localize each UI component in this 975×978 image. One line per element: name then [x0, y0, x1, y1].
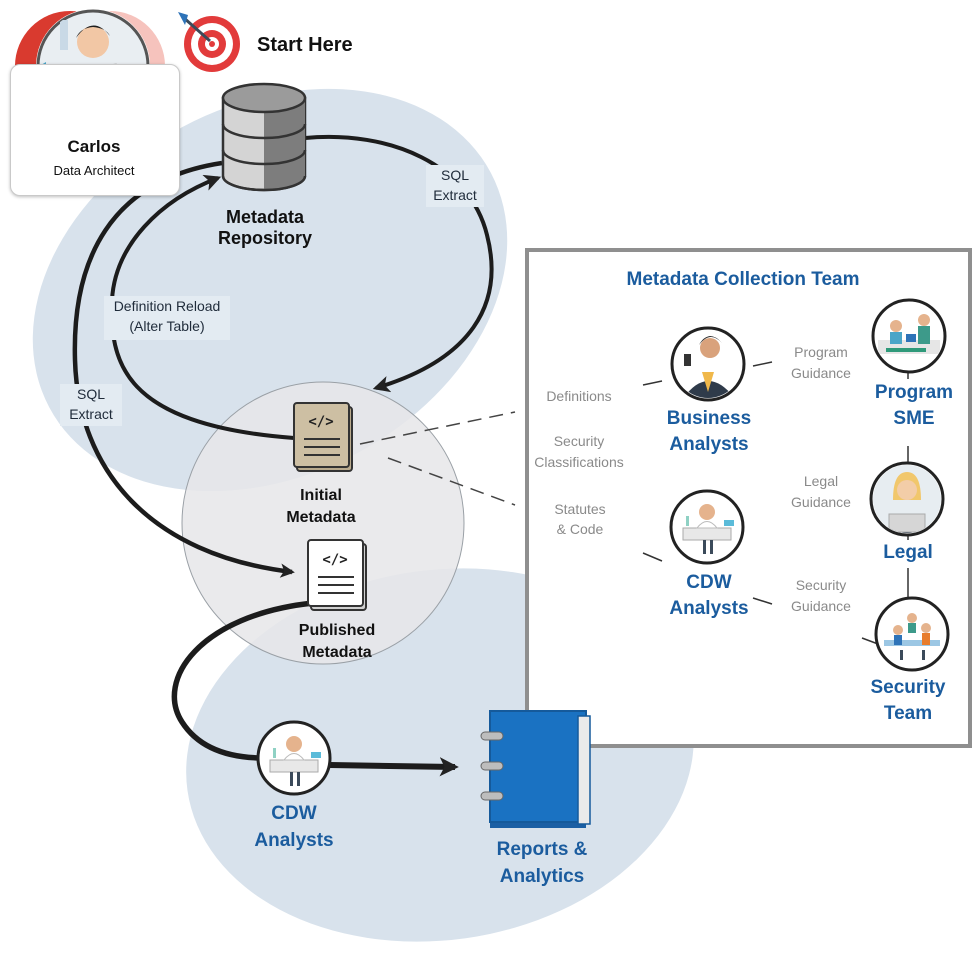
- reports-line1: Reports &: [496, 839, 588, 860]
- start-here-label: Start Here: [257, 34, 353, 56]
- legal-avatar: [869, 461, 945, 537]
- business-analysts-line2: Analysts: [669, 434, 749, 455]
- program-guidance-line2: Guidance: [791, 365, 851, 381]
- cdw-bottom-line1: CDW: [271, 803, 317, 824]
- security-team-line1: Security: [870, 677, 946, 698]
- published-metadata-doc-icon: </>: [307, 539, 367, 611]
- business-analysts-line1: Business: [666, 408, 752, 429]
- sql-extract-right-tag: SQL Extract: [426, 165, 484, 207]
- sql-extract-left-tag: SQL Extract: [60, 384, 122, 426]
- reports-line2: Analytics: [499, 866, 585, 887]
- repository-label-line2: Repository: [217, 228, 313, 248]
- published-metadata-line1: Published: [298, 622, 376, 639]
- security-guidance-line2: Guidance: [791, 598, 851, 614]
- initial-metadata-doc-icon: </>: [293, 402, 353, 472]
- published-metadata-line2: Metadata: [302, 644, 372, 661]
- sql-extract-arrow-right: [304, 135, 494, 393]
- sql-extract-arrow-left: [72, 160, 295, 578]
- database-icon: [221, 82, 307, 192]
- svg-text:</>: </>: [322, 552, 347, 568]
- program-sme-avatar: [871, 298, 947, 374]
- published-to-analysts-arrow: [171, 600, 314, 761]
- carlos-card: [10, 64, 180, 196]
- input-security-line1: Security: [553, 433, 605, 449]
- definition-reload-tag: Definition Reload (Alter Table): [104, 296, 230, 340]
- program-sme-line1: Program: [874, 382, 954, 403]
- input-statutes-line1: Statutes: [554, 501, 606, 517]
- cdw-analysts-line1: CDW: [686, 572, 732, 593]
- business-analysts-avatar: [670, 326, 746, 402]
- carlos-name: Carlos: [67, 137, 121, 156]
- sql-extract-right-line1: SQL: [440, 167, 469, 183]
- initial-metadata-line2: Metadata: [286, 509, 356, 526]
- analysts-to-reports-arrow: [329, 757, 459, 777]
- sql-extract-right-line2: Extract: [433, 187, 477, 204]
- cdw-bottom-avatar: [256, 720, 332, 796]
- team-title: Metadata Collection Team: [626, 269, 860, 290]
- initial-metadata-line1: Initial: [300, 487, 342, 504]
- security-team-line2: Team: [883, 703, 933, 724]
- metadata-gray-circle: [181, 381, 465, 665]
- definition-reload-line1: Definition Reload: [113, 298, 221, 314]
- cdw-bottom-line2: Analysts: [254, 830, 334, 851]
- security-team-avatar: [874, 596, 950, 672]
- sql-extract-left-line1: SQL: [76, 386, 105, 402]
- cdw-analysts-avatar: [669, 489, 745, 565]
- dashed-link-definitions: [359, 411, 516, 445]
- target-icon: [178, 12, 240, 72]
- program-guidance-line1: Program: [794, 344, 848, 360]
- reports-book-icon: [480, 710, 591, 828]
- cdw-analysts-line2: Analysts: [669, 598, 749, 619]
- dashed-link-statutes: [387, 457, 516, 506]
- security-guidance-line1: Security: [795, 577, 847, 593]
- input-security-line2: Classifications: [534, 454, 624, 470]
- legal-guidance-line2: Guidance: [791, 494, 851, 510]
- program-sme-line2: SME: [893, 408, 935, 429]
- svg-text:</>: </>: [308, 414, 333, 430]
- sql-extract-left-line2: Extract: [69, 406, 113, 423]
- legal-label: Legal: [883, 542, 933, 563]
- legal-guidance-line1: Legal: [803, 473, 839, 489]
- input-definitions: Definitions: [546, 388, 612, 404]
- input-statutes-line2: & Code: [556, 521, 604, 537]
- repository-label-line1: Metadata: [225, 207, 305, 227]
- definition-reload-line2: (Alter Table): [129, 318, 205, 335]
- carlos-role: Data Architect: [53, 163, 135, 178]
